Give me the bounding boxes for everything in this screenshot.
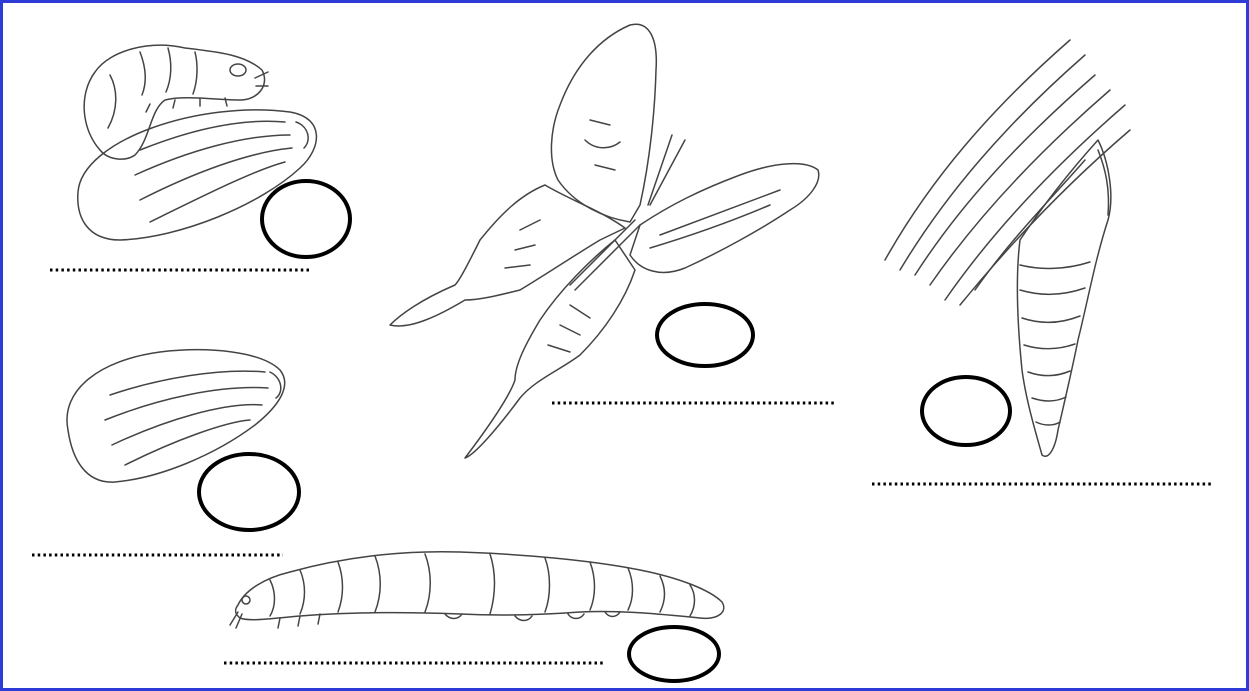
answer-circle[interactable] <box>629 627 719 681</box>
pupa-on-branch-drawing <box>885 40 1130 456</box>
answer-circle[interactable] <box>922 377 1010 445</box>
butterfly-drawing <box>390 24 819 458</box>
larva-drawing <box>230 552 724 628</box>
answer-circle[interactable] <box>199 454 299 530</box>
answer-circle[interactable] <box>262 181 350 257</box>
answer-circle[interactable] <box>657 304 753 366</box>
